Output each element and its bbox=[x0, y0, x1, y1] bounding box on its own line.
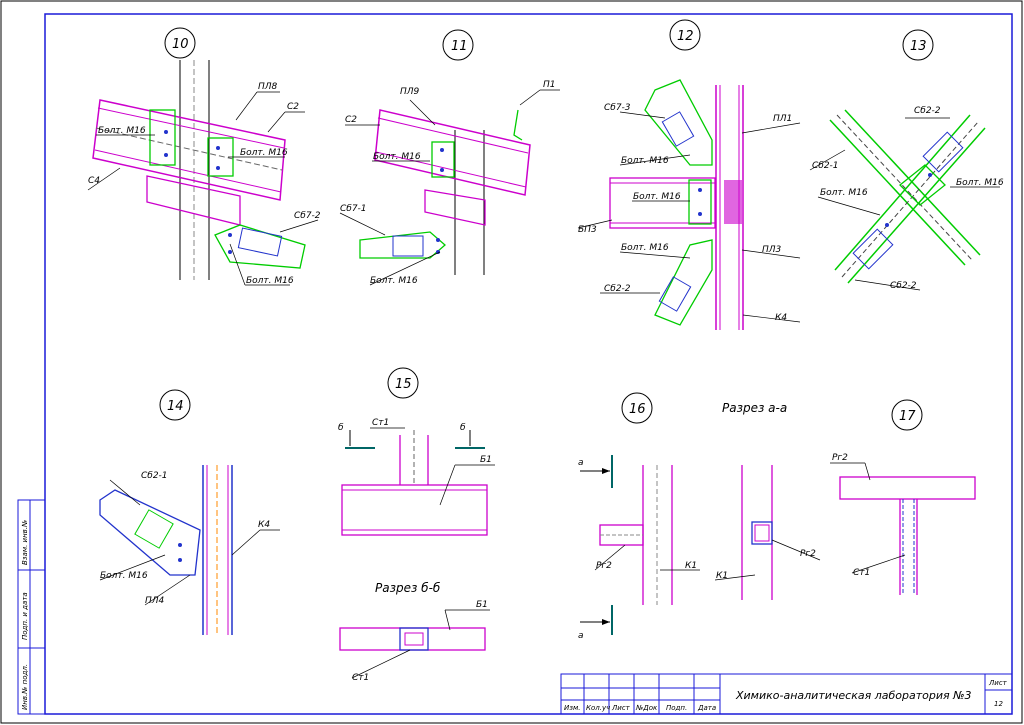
node-11-pl9-label: ПЛ9 bbox=[400, 87, 420, 97]
node-16-detail: 16 Разрез а-а а а Рг2 К1 Рг2 К1 bbox=[578, 392, 821, 641]
node-13-bolt-left-label: Болт. М16 bbox=[820, 188, 868, 198]
side-stamp-inv: Инв.№ подл. bbox=[21, 664, 29, 710]
node-12-detail: 12 Сб7-3 ПЛ1 Болт. М16 Болт. М16 БП3 ПЛ3… bbox=[577, 19, 801, 330]
node-10-c2-label: С2 bbox=[287, 102, 299, 112]
node-14-number: 14 bbox=[167, 399, 184, 414]
node-15-b1-section-label: Б1 bbox=[476, 600, 488, 610]
node-10-pl8-label: ПЛ8 bbox=[258, 82, 278, 92]
node-12-bolt-mid-label: Болт. М16 bbox=[633, 192, 681, 202]
node-15-b1-label: Б1 bbox=[480, 455, 492, 465]
node-15-st1-section-label: Ст1 bbox=[352, 673, 369, 683]
node-13-detail: 13 Сб2-2 Сб2-1 Болт. М16 Болт. М16 Сб2-2 bbox=[809, 29, 1004, 291]
node-17-detail: 17 Рг2 Ст1 bbox=[830, 399, 976, 595]
node-12-pl1-label: ПЛ1 bbox=[773, 114, 792, 124]
node-14-sb2-1-label: Сб2-1 bbox=[141, 471, 168, 481]
node-11-sb7-1-label: Сб7-1 bbox=[340, 204, 367, 214]
node-17-rg2-label: Рг2 bbox=[832, 453, 848, 463]
node-11-bolt-top-label: Болт. М16 bbox=[373, 152, 421, 162]
side-stamp-vzam: Взам. инв.№ bbox=[21, 520, 29, 565]
stamp-col-podp: Подп. bbox=[666, 704, 687, 712]
node-15-detail: 15 б б Ст1 Б1 Разрез б-б Б1 Ст1 bbox=[338, 367, 495, 683]
node-11-bolt-bottom-label: Болт. М16 bbox=[370, 276, 418, 286]
stamp-col-list: Лист bbox=[611, 704, 631, 712]
node-12-pl3-label: ПЛ3 bbox=[762, 245, 782, 255]
node-10-bolt-right-label: Болт. М16 bbox=[240, 148, 288, 158]
node-17-st1-label: Ст1 bbox=[853, 568, 870, 578]
node-14-bolt-label: Болт. М16 bbox=[100, 571, 148, 581]
node-15-number: 15 bbox=[395, 377, 412, 392]
node-11-p1-label: П1 bbox=[543, 80, 556, 90]
node-13-sb2-2-bottom-label: Сб2-2 bbox=[890, 281, 917, 291]
node-16-section-title: Разрез а-а bbox=[722, 401, 787, 415]
node-12-k4-label: К4 bbox=[775, 313, 787, 323]
node-15-section-title: Разрез б-б bbox=[375, 581, 441, 595]
node-13-number: 13 bbox=[910, 39, 927, 54]
node-14-k4-label: К4 bbox=[258, 520, 270, 530]
node-12-number: 12 bbox=[677, 29, 694, 44]
node-11-number: 11 bbox=[451, 39, 468, 54]
side-stamp: Взам. инв.№ Подп. и дата Инв.№ подл. bbox=[17, 499, 46, 715]
node-16-a-mark-top: а bbox=[578, 458, 584, 468]
node-12-bp3-label: БП3 bbox=[578, 225, 597, 235]
node-15-b-mark-left: б bbox=[338, 423, 344, 433]
sheet-number: 12 bbox=[994, 700, 1003, 708]
node-13-bolt-right-label: Болт. М16 bbox=[956, 178, 1004, 188]
stamp-col-izm: Изм. bbox=[564, 704, 580, 712]
title-block bbox=[560, 673, 1013, 715]
node-10-detail: 10 ПЛ8 С2 Болт. М16 Болт. М16 С4 Сб7 bbox=[87, 27, 321, 286]
node-10-bolt-left-label: Болт. М16 bbox=[98, 126, 146, 136]
node-11-detail: 11 ПЛ9 П1 С2 Болт. М16 Сб7-1 Болт. М16 bbox=[339, 29, 560, 286]
node-17-number: 17 bbox=[899, 409, 916, 424]
node-16-k1-right-label: К1 bbox=[716, 571, 728, 581]
node-12-sb2-2-label: Сб2-2 bbox=[604, 284, 631, 294]
node-13-sb2-1-label: Сб2-1 bbox=[812, 161, 839, 171]
node-10-sb7-2-label: Сб7-2 bbox=[294, 211, 321, 221]
stamp-col-kolvo: Кол.уч bbox=[586, 704, 610, 712]
node-10-bolt-bottom-label: Болт. М16 bbox=[246, 276, 294, 286]
node-15-st1-label: Ст1 bbox=[372, 418, 389, 428]
node-16-k1-left-label: К1 bbox=[685, 561, 697, 571]
node-10-c4-label: С4 bbox=[88, 176, 100, 186]
node-12-sb7-3-label: Сб7-3 bbox=[604, 103, 631, 113]
node-16-rg2-left-label: Рг2 bbox=[596, 561, 612, 571]
stamp-col-data: Дата bbox=[697, 704, 716, 712]
node-15-b-mark-right: б bbox=[460, 423, 466, 433]
node-13-sb2-2-top-label: Сб2-2 bbox=[914, 106, 941, 116]
sheet-label: Лист bbox=[988, 679, 1008, 687]
node-16-a-mark-bottom: а bbox=[578, 631, 584, 641]
node-11-c2-label: С2 bbox=[345, 115, 357, 125]
node-14-pl4-label: ПЛ4 bbox=[145, 596, 165, 606]
stamp-col-ndok: №Док bbox=[635, 704, 658, 712]
node-16-number: 16 bbox=[629, 402, 646, 417]
node-10-number: 10 bbox=[172, 37, 189, 52]
side-stamp-podp: Подп. и дата bbox=[21, 592, 29, 640]
node-12-bolt-top-label: Болт. М16 bbox=[621, 156, 669, 166]
node-12-bolt-bottom-label: Болт. М16 bbox=[621, 243, 669, 253]
node-14-detail: 14 Сб2-1 К4 Болт. М16 ПЛ4 bbox=[99, 389, 280, 635]
node-16-rg2-right-label: Рг2 bbox=[800, 549, 816, 559]
inner-frame bbox=[44, 13, 1013, 715]
sheet-title: Химико-аналитическая лаборатория №3 bbox=[735, 689, 972, 702]
